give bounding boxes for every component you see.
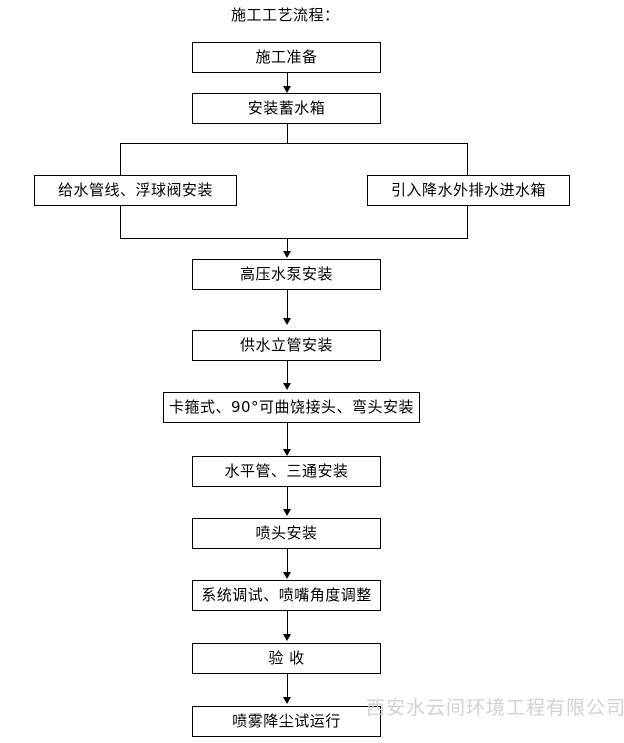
arrow-head-icon — [283, 449, 291, 456]
arrow-head-icon — [283, 318, 291, 325]
arrow-head-icon — [283, 86, 291, 93]
flow-node-construction-preparation[interactable]: 施工准备 — [192, 42, 381, 73]
flow-node-water-supply-riser-installation[interactable]: 供水立管安装 — [192, 330, 381, 361]
connector-line — [120, 143, 468, 144]
flow-node-acceptance[interactable]: 验 收 — [192, 643, 381, 674]
connector-line — [467, 206, 468, 238]
connector-line — [287, 361, 288, 386]
page-title: 施工工艺流程： — [231, 6, 340, 24]
connector-line — [120, 143, 121, 175]
connector-line — [287, 674, 288, 700]
arrow-head-icon — [283, 697, 291, 704]
connector-line — [287, 238, 288, 253]
flow-node-install-water-tank[interactable]: 安装蓄水箱 — [192, 93, 381, 124]
connector-line — [467, 143, 468, 175]
arrow-head-icon — [283, 634, 291, 641]
arrow-head-icon — [283, 572, 291, 579]
connector-line — [287, 487, 288, 511]
watermark-text: 西安水云间环境工程有限公司 — [366, 697, 624, 719]
connector-line — [287, 549, 288, 575]
arrow-head-icon — [283, 251, 291, 258]
flow-node-system-commissioning-nozzle-angle-adjustment[interactable]: 系统调试、喷嘴角度调整 — [192, 580, 381, 611]
flow-node-spray-dust-suppression-trial-run[interactable]: 喷雾降尘试运行 — [192, 706, 381, 737]
flow-node-nozzle-installation[interactable]: 喷头安装 — [192, 518, 381, 549]
connector-line — [287, 423, 288, 452]
flow-node-introduce-dewatering-discharge-into-tank[interactable]: 引入降水外排水进水箱 — [367, 175, 570, 206]
flow-node-water-supply-pipeline-float-valve-installation[interactable]: 给水管线、浮球阀安装 — [34, 175, 237, 206]
flow-node-high-pressure-pump-installation[interactable]: 高压水泵安装 — [192, 259, 381, 290]
connector-line — [287, 73, 288, 89]
flow-node-horizontal-pipe-tee-installation[interactable]: 水平管、三通安装 — [192, 456, 381, 487]
connector-line — [287, 290, 288, 321]
arrow-head-icon — [283, 383, 291, 390]
connector-line — [287, 611, 288, 637]
connector-line — [120, 238, 468, 239]
flow-node-clamp-type-90-degree-flexible-joint-elbow-installation[interactable]: 卡箍式、90°可曲饶接头、弯头安装 — [163, 392, 420, 423]
connector-line — [287, 124, 288, 143]
connector-line — [120, 206, 121, 238]
arrow-head-icon — [283, 509, 291, 516]
